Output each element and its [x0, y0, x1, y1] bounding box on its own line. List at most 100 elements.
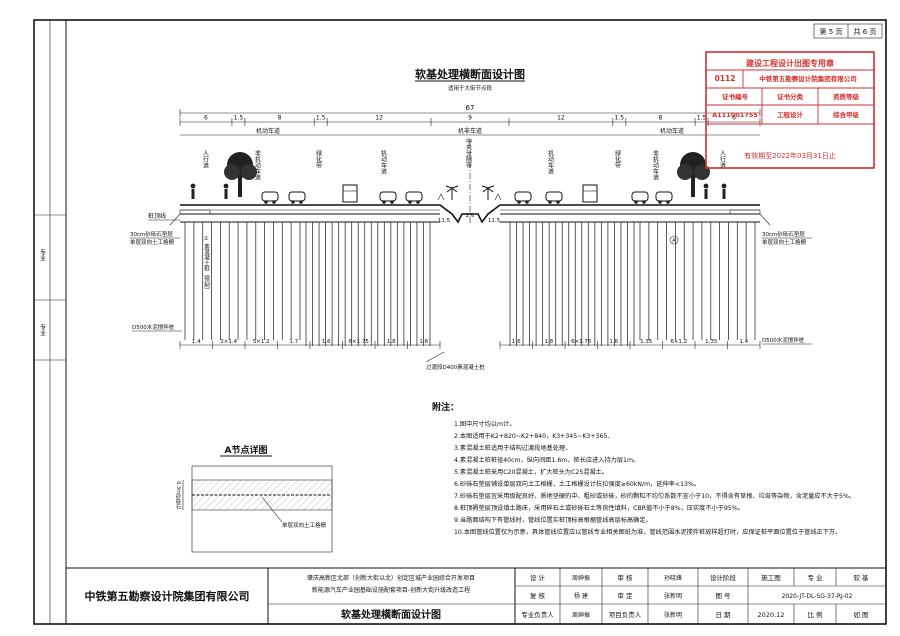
stamp-title: 建设工程设计出图专用章	[745, 58, 834, 68]
dim-bottom: 1.8	[544, 339, 553, 345]
callout-vertical: ① 素混凝土桩（预制）	[203, 236, 210, 293]
side-tab-b: 专业	[39, 323, 46, 336]
note-item: 3.素混凝土桩适用于结构过渡段地基处理．	[454, 444, 571, 452]
label-motor-right: 机动车道	[547, 149, 554, 175]
tb-project-l2: 新能源汽车产业园基础设施配套项目-创新大街升级改造工程	[312, 586, 470, 594]
label-green-left: 绿化带	[315, 149, 322, 169]
total-label: 共 6 页	[854, 27, 877, 36]
tb-cell: 审 定	[617, 591, 633, 600]
vehicles	[261, 184, 673, 204]
stamp-company: 中铁第五勘察设计院集团有限公司	[759, 74, 857, 83]
design-stamp: 建设工程设计出图专用章 0112 中铁第五勘察设计院集团有限公司 证书编号 证书…	[705, 51, 875, 169]
lane-labels: 人行道 非机动车道 绿化带 机动车道 中央分隔带 机动车道 绿化带 非机动车道 …	[202, 137, 726, 181]
dim-bottom: 1.4	[192, 339, 201, 345]
dim-seg: 1.5	[316, 115, 326, 122]
notes-heading: 附注：	[432, 401, 459, 413]
note-item: 8.桩顶褥垫层顶设填土路床，采用碎石土或砂砾石土等良性填料，CBR值不小于8%，…	[454, 504, 744, 512]
dim-seg: 12	[375, 115, 383, 122]
detail-geo: 单层双向土工格栅	[282, 521, 327, 529]
dim-bottom: 6×1.75	[571, 339, 592, 345]
tb-cell: 施工图	[761, 573, 781, 582]
note-item: 2.本图适用于K2+820~K2+840，K3+345~K3+365．	[454, 432, 614, 440]
tb-cell: 2020-JT-DL-SG-37-RJ-02	[782, 593, 853, 600]
stamp-v3: 综合甲级	[833, 110, 860, 119]
label-green-right: 绿化带	[614, 149, 621, 169]
dim-bottom: 2×1.4	[220, 339, 237, 345]
zone-bar: 机动车道 机非车道 机动车道	[180, 127, 760, 136]
dim-bottom: 1.6	[419, 339, 428, 345]
note-item: 7.砂砾石垫层宜采用级配良好、质地坚硬的中、粗砂或砂砾，砂的颗粒不均匀系数不宜小…	[454, 492, 855, 500]
callout-pile-top: 桩顶线	[148, 212, 166, 220]
dim-seg: 6	[204, 115, 208, 122]
note-item: 4.素混凝土桩桩径40cm，纵向间距1.6m，桩长应进入持力层1m。	[454, 456, 639, 464]
callout-bottom-pile: 过渡段D400素混凝土桩	[426, 363, 485, 371]
dim-bottom: 6×1.75	[349, 339, 370, 345]
tb-cell: 周绅振	[572, 574, 590, 582]
dim-total: 67	[466, 104, 475, 112]
tb-cell: 专业负责人	[521, 610, 554, 619]
pedestrians	[190, 183, 727, 199]
top-dimension-total: 67	[179, 104, 761, 117]
dim-bottom: 1.35	[640, 339, 653, 345]
median-palms	[437, 185, 502, 201]
tb-cell: 2020.12	[758, 611, 785, 619]
side-tab-a: 专业	[39, 248, 46, 261]
tb-cell: 日 期	[715, 611, 731, 619]
callout-left-pile: D500水泥搅拌桩	[132, 323, 175, 331]
dim-seg: 6	[732, 115, 736, 122]
callout-right-geo: 单层双向土工格栅	[762, 238, 807, 246]
dim-seg: 1.5	[615, 115, 625, 122]
page-number-box: 第 5 页 共 6 页	[813, 23, 883, 39]
note-115: 11.5	[488, 218, 501, 224]
detail-a: A节点详图 0.3m砂砾石 单层双向土工格栅	[175, 444, 333, 553]
label-ped-right: 人行道	[719, 150, 726, 169]
label-ped-left: 人行道	[202, 150, 209, 169]
dim-seg: 1.5	[697, 115, 707, 122]
center-slope-mark: 2%	[466, 213, 475, 219]
page-label: 第 5 页	[820, 27, 843, 36]
tb-cell: 孙晓烽	[664, 574, 682, 582]
note-item: 10.本图管线位置仅为示意，具体管线位置应以管线专业相关图纸为准，管线范围水泥搅…	[454, 528, 841, 536]
tb-cell: 张新明	[664, 592, 682, 600]
tb-cell: 图 号	[715, 592, 731, 600]
tb-cell: 软 基	[853, 573, 869, 582]
dim-seg: 8	[659, 115, 663, 122]
road-cross-section: 2% 11.5 11.5	[169, 140, 771, 226]
zone-left: 机动车道	[256, 127, 280, 135]
title-block: 中铁第五勘察设计院集团有限公司 肇庆高新区北部（创新大街以北）创定区城产业园综合…	[65, 567, 887, 625]
label-median: 中央分隔带	[465, 137, 472, 169]
dim-bottom: 1.6	[322, 339, 331, 345]
callout-left-cushion: 30cm砂砾石垫层	[130, 230, 173, 238]
note-item: 9.当路面结构下有管线时，管线位置实桩顶标高根据管线高层标高确定。	[454, 516, 652, 524]
detail-title: A节点详图	[225, 444, 268, 456]
tb-cell: 专 业	[807, 573, 823, 582]
dim-bottom: 5×1.2	[253, 339, 270, 345]
note-11: 11.5	[438, 218, 451, 224]
tb-drawing: 软基处理横断面设计图	[341, 608, 441, 621]
dim-bottom: 1.7	[289, 339, 298, 345]
stamp-v1: A111001755	[712, 111, 758, 119]
tb-cell: 设计阶段	[710, 573, 737, 582]
tb-company: 中铁第五勘察设计院集团有限公司	[85, 589, 250, 603]
dim-bottom: 1.35	[705, 339, 718, 345]
drawing-title: 软基处理横断面设计图	[415, 67, 525, 81]
left-binding-strip: 专业 专业	[33, 19, 67, 625]
note-item: 5.素混凝土桩采用C20混凝土，扩大桩头为C25混凝土。	[454, 468, 608, 476]
circle-a-label: A	[672, 238, 676, 244]
dim-seg: 8	[278, 115, 282, 122]
label-motor-left: 机动车道	[380, 149, 387, 175]
tb-cell: 杨 建	[574, 592, 588, 600]
tb-cell: 审 核	[617, 573, 633, 582]
stamp-validity: 有效期至2022年03月31日止	[744, 151, 836, 160]
dim-seg: 9	[468, 115, 472, 122]
tb-cell: 张新明	[664, 611, 682, 619]
dim-bottom: 1.8	[387, 339, 396, 345]
stamp-code: 0112	[715, 74, 736, 83]
label-bike-right: 非机动车道	[652, 149, 659, 181]
note-item: 1.图中尺寸均以m计。	[454, 420, 515, 428]
tb-project-l1: 肇庆高新区北部（创新大街以北）创定区城产业园综合开发项目	[307, 574, 475, 582]
note-item: 6.砂砾石垫层铺设单层双向土工格栅，土工格栅设计抗拉强度≥60kN/m，延伸率<…	[454, 480, 700, 488]
stamp-h2: 证书分类	[777, 92, 804, 101]
callout-left-geo: 单层双向土工格栅	[130, 238, 175, 246]
